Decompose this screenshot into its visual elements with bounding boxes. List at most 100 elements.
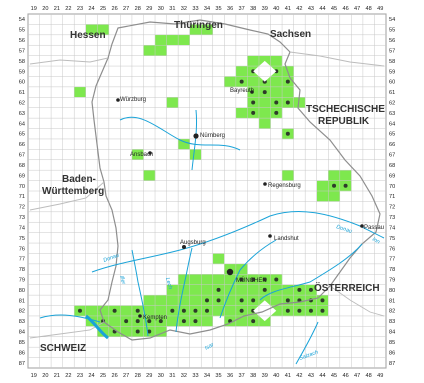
column-label: 30 bbox=[158, 6, 164, 12]
column-label: 38 bbox=[250, 373, 256, 379]
occurrence-dot bbox=[251, 277, 256, 282]
occurrence-dot bbox=[216, 287, 221, 292]
river-label-donau-west: Donau bbox=[103, 253, 120, 264]
row-label: 81 bbox=[19, 298, 25, 304]
column-label: 34 bbox=[204, 373, 210, 379]
row-label: 74 bbox=[19, 225, 25, 231]
grid-lines bbox=[27, 13, 387, 369]
column-label: 21 bbox=[54, 6, 60, 12]
occurrence-dot bbox=[77, 308, 82, 313]
row-label: 73 bbox=[19, 215, 25, 221]
row-label: 78 bbox=[19, 267, 25, 273]
city-label: MÜNCHEN bbox=[236, 277, 267, 284]
column-label: 43 bbox=[308, 373, 314, 379]
column-label: 22 bbox=[65, 6, 71, 12]
occurrence-cell bbox=[201, 284, 213, 296]
occurrence-cell bbox=[143, 295, 156, 306]
row-label: 60 bbox=[19, 80, 25, 86]
occurrence-dot bbox=[124, 319, 129, 324]
row-label: 86 bbox=[389, 350, 395, 356]
occurrence-cell bbox=[143, 305, 156, 317]
occurrence-cell bbox=[189, 295, 202, 306]
row-label: 61 bbox=[19, 90, 25, 96]
row-label: 73 bbox=[389, 215, 395, 221]
occurrence-dot bbox=[239, 79, 244, 84]
occurrence-cell bbox=[178, 34, 190, 46]
occurrence-cell bbox=[316, 191, 329, 202]
row-label: 66 bbox=[389, 142, 395, 148]
occurrence-cell bbox=[189, 149, 202, 160]
river-regnitz bbox=[191, 109, 197, 171]
occurrence-cell bbox=[258, 97, 271, 108]
city-marker bbox=[360, 224, 364, 228]
row-label: 70 bbox=[19, 184, 25, 190]
city-label: Passau bbox=[364, 225, 384, 231]
occurrence-cell bbox=[258, 107, 271, 119]
column-label: 34 bbox=[204, 6, 210, 12]
row-label: 74 bbox=[389, 225, 395, 231]
bavaria-border bbox=[91, 19, 381, 341]
column-label: 42 bbox=[296, 6, 302, 12]
column-label: 23 bbox=[77, 6, 83, 12]
row-label: 80 bbox=[389, 288, 395, 294]
region-label-baden-1: Baden- bbox=[62, 174, 96, 185]
occurrence-cell bbox=[166, 295, 179, 306]
occurrence-dot bbox=[147, 319, 152, 324]
row-label: 83 bbox=[389, 319, 395, 325]
city-marker bbox=[148, 151, 152, 155]
column-label: 24 bbox=[88, 6, 94, 12]
row-label: 81 bbox=[389, 298, 395, 304]
occurrence-dot bbox=[193, 319, 198, 324]
baden-border bbox=[29, 181, 105, 211]
occurrence-cell bbox=[224, 295, 237, 306]
row-label: 57 bbox=[389, 48, 395, 54]
river-iller bbox=[131, 249, 149, 337]
column-label: 25 bbox=[100, 373, 106, 379]
column-label: 35 bbox=[215, 6, 221, 12]
row-labels-left: 5455565758596061626364656667686970717273… bbox=[19, 17, 25, 367]
column-label: 21 bbox=[54, 373, 60, 379]
row-label: 71 bbox=[19, 194, 25, 200]
river-label-inn: Inn bbox=[371, 237, 381, 246]
occurrence-dot bbox=[285, 298, 290, 303]
row-label: 87 bbox=[389, 361, 395, 367]
occurrence-dot bbox=[193, 308, 198, 313]
occurrence-cell bbox=[224, 305, 237, 317]
occurrence-cell bbox=[224, 274, 237, 285]
region-label-baden-2: Württemberg bbox=[42, 186, 104, 197]
column-label: 19 bbox=[31, 373, 37, 379]
row-label: 61 bbox=[389, 90, 395, 96]
row-label: 77 bbox=[19, 257, 25, 263]
row-label: 68 bbox=[389, 163, 395, 169]
river-salzach bbox=[295, 321, 319, 365]
row-label: 75 bbox=[19, 236, 25, 242]
occurrence-dot bbox=[135, 329, 140, 334]
occurrence-dot bbox=[262, 287, 267, 292]
row-label: 77 bbox=[389, 257, 395, 263]
occurrence-dot bbox=[285, 79, 290, 84]
river-rhine bbox=[39, 314, 101, 323]
row-label: 58 bbox=[389, 59, 395, 65]
region-label-switzerland: SCHWEIZ bbox=[40, 343, 86, 354]
occurrence-dot bbox=[205, 298, 209, 303]
occurrence-dot bbox=[135, 308, 140, 313]
occurrence-cell bbox=[212, 274, 225, 285]
occurrence-cell bbox=[247, 284, 260, 296]
occurrence-cell bbox=[316, 180, 329, 192]
row-label: 59 bbox=[19, 69, 25, 75]
occurrence-dot bbox=[181, 319, 186, 324]
occurrence-dot bbox=[239, 277, 244, 282]
occurrence-cell bbox=[247, 55, 260, 67]
city-label: Augsburg bbox=[180, 240, 206, 246]
river-lech bbox=[175, 247, 193, 333]
occurrence-cell bbox=[270, 305, 283, 317]
column-label: 33 bbox=[192, 6, 198, 12]
column-label: 28 bbox=[135, 373, 141, 379]
column-label: 37 bbox=[239, 373, 245, 379]
occurrence-cell bbox=[143, 170, 156, 181]
city-marker bbox=[268, 234, 272, 238]
occurrence-dot bbox=[262, 90, 267, 95]
city-ansbach: Ansbach bbox=[130, 151, 153, 158]
